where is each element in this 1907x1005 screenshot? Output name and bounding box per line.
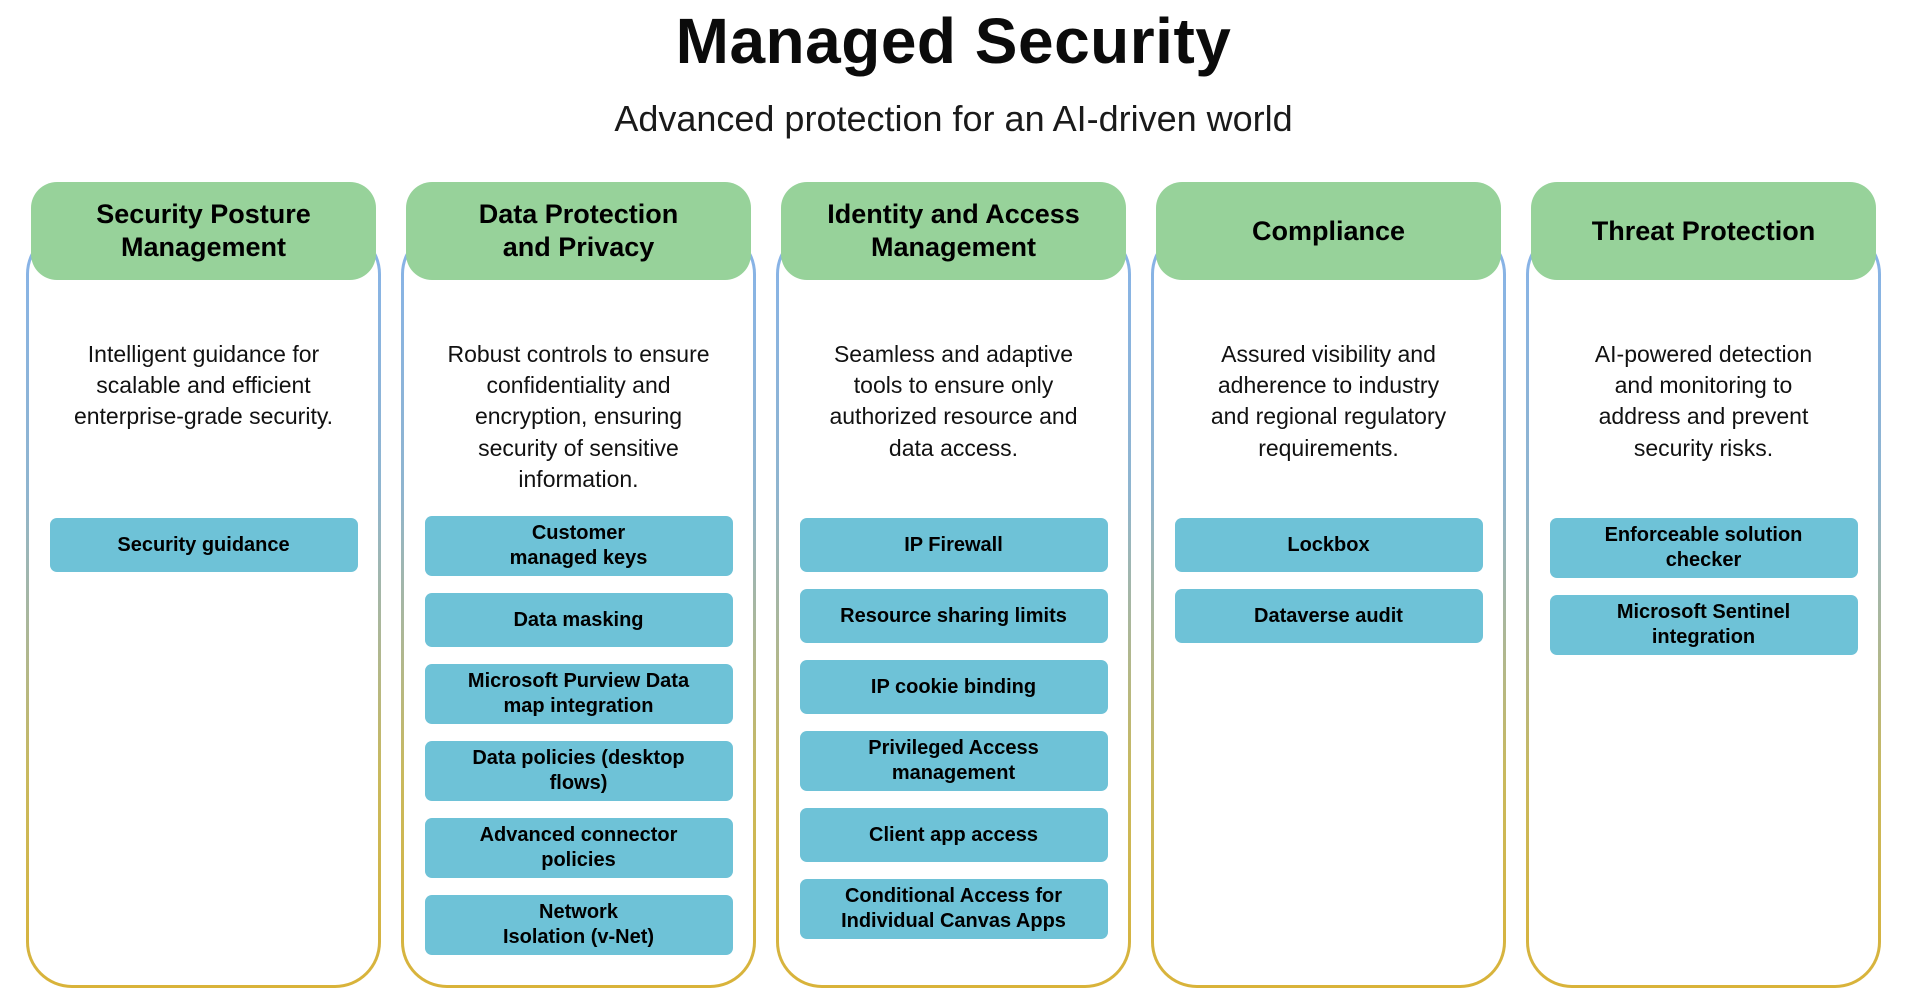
feature-pill: Privileged Access management <box>799 731 1108 792</box>
feature-pill: Data masking <box>424 593 733 648</box>
page-title: Managed Security <box>675 5 1232 77</box>
column-body: Robust controls to ensure confidentialit… <box>404 231 753 986</box>
feature-pill-list: Lockbox Dataverse audit <box>1172 518 1485 644</box>
column-header: Compliance <box>1156 182 1501 281</box>
feature-pill: Security guidance <box>49 518 358 573</box>
column-description: AI-powered detection and monitoring to a… <box>1594 341 1813 461</box>
column-header: Data Protection and Privacy <box>406 182 751 281</box>
page-subtitle: Advanced protection for an AI-driven wor… <box>614 98 1293 140</box>
feature-pill: Lockbox <box>1174 518 1483 573</box>
column-description: Seamless and adaptive tools to ensure on… <box>829 341 1078 461</box>
feature-pill: Conditional Access for Individual Canvas… <box>799 879 1108 940</box>
column-frame: Assured visibility and adherence to indu… <box>1151 228 1506 989</box>
column-security-posture-management: Security Posture Management Intelligent … <box>26 182 381 989</box>
columns-container: Security Posture Management Intelligent … <box>0 182 1907 989</box>
feature-pill: IP Firewall <box>799 518 1108 573</box>
feature-pill: Resource sharing limits <box>799 589 1108 644</box>
feature-pill: Microsoft Sentinel integration <box>1549 595 1858 656</box>
feature-pill: Data policies (desktop flows) <box>424 741 733 802</box>
feature-pill: Customer managed keys <box>424 516 733 577</box>
column-frame: Intelligent guidance for scalable and ef… <box>26 228 381 989</box>
feature-pill-list: Enforceable solution checker Microsoft S… <box>1547 518 1860 656</box>
feature-pill-list: IP Firewall Resource sharing limits IP c… <box>797 518 1110 940</box>
column-description: Assured visibility and adherence to indu… <box>1210 341 1447 461</box>
column-compliance: Compliance Assured visibility and adhere… <box>1151 182 1506 989</box>
column-frame: AI-powered detection and monitoring to a… <box>1526 228 1881 989</box>
column-header: Security Posture Management <box>31 182 376 281</box>
feature-pill: IP cookie binding <box>799 660 1108 715</box>
feature-pill: Microsoft Purview Data map integration <box>424 664 733 725</box>
column-description: Intelligent guidance for scalable and ef… <box>73 341 334 430</box>
feature-pill: Enforceable solution checker <box>1549 518 1858 579</box>
column-body: Seamless and adaptive tools to ensure on… <box>779 231 1128 986</box>
column-frame: Robust controls to ensure confidentialit… <box>401 228 756 989</box>
column-body: Assured visibility and adherence to indu… <box>1154 231 1503 986</box>
column-frame: Seamless and adaptive tools to ensure on… <box>776 228 1131 989</box>
column-body: Intelligent guidance for scalable and ef… <box>29 231 378 986</box>
column-identity-access-management: Identity and Access Management Seamless … <box>776 182 1131 989</box>
feature-pill-list: Customer managed keys Data masking Micro… <box>422 516 735 956</box>
column-header: Identity and Access Management <box>781 182 1126 281</box>
column-data-protection-privacy: Data Protection and Privacy Robust contr… <box>401 182 756 989</box>
column-description: Robust controls to ensure confidentialit… <box>447 341 710 492</box>
feature-pill: Client app access <box>799 808 1108 863</box>
column-body: AI-powered detection and monitoring to a… <box>1529 231 1878 986</box>
feature-pill: Network Isolation (v-Net) <box>424 895 733 956</box>
feature-pill: Advanced connector policies <box>424 818 733 879</box>
feature-pill: Dataverse audit <box>1174 589 1483 644</box>
column-threat-protection: Threat Protection AI-powered detection a… <box>1526 182 1881 989</box>
feature-pill-list: Security guidance <box>47 518 360 573</box>
column-header: Threat Protection <box>1531 182 1876 281</box>
